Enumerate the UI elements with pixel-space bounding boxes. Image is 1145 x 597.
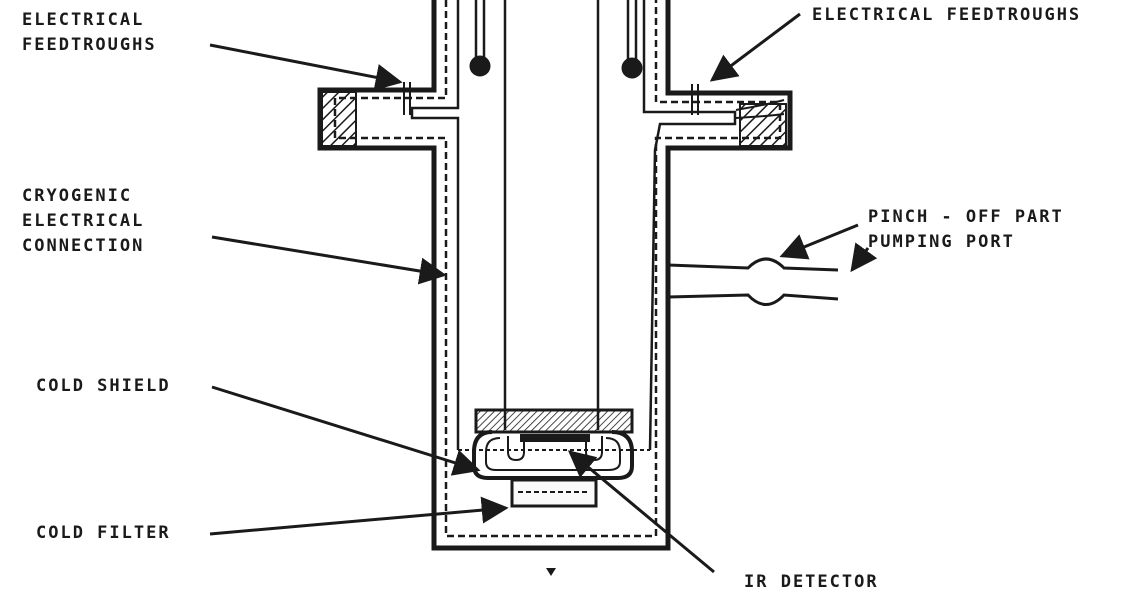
- arrow-pumping-port: [850, 242, 878, 273]
- label-feedthroughs-left: ELECTRICAL FEEDTROUGHS: [22, 10, 157, 55]
- label-feedthroughs-right: ELECTRICAL FEEDTROUGHS: [812, 5, 1082, 25]
- arrow-cold-filter: [209, 496, 509, 536]
- label-ir-detector: IR DETECTOR: [744, 572, 879, 592]
- arrow-feedthroughs-right: [709, 12, 801, 82]
- label-cold-shield: COLD SHIELD: [36, 376, 171, 396]
- label-cold-filter: COLD FILTER: [36, 523, 171, 543]
- label-cryogenic-connection: CRYOGENIC ELECTRICAL CONNECTION: [22, 186, 145, 256]
- window-marker: [546, 568, 556, 576]
- outer-dewar-wall: [317, 0, 793, 551]
- leader-arrows: [209, 12, 878, 574]
- arrow-ir-detector: [567, 450, 715, 574]
- flange-hatch: [321, 91, 787, 147]
- pumping-port: [667, 257, 839, 306]
- inner-tube: [410, 0, 737, 451]
- label-pinch-off-pumping-port: PINCH - OFF PART PUMPING PORT: [868, 207, 1064, 252]
- arrow-cold-shield: [211, 385, 481, 476]
- cold-finger-assembly: [472, 408, 634, 508]
- feedthrough-wires: [403, 0, 785, 119]
- arrow-cryogenic-connection: [211, 235, 447, 285]
- arrow-pinch-off: [779, 223, 859, 260]
- arrow-feedthroughs-left: [209, 43, 403, 91]
